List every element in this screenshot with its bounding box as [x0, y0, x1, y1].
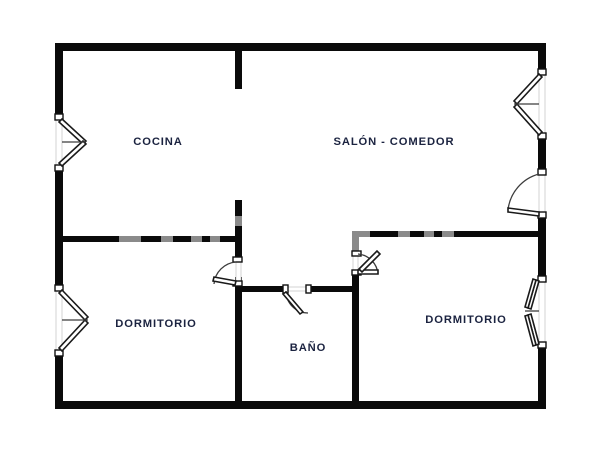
window-jamb-top: [54, 284, 64, 292]
window-opening-gap: [538, 71, 546, 137]
exterior-wall-east-between-door-window: [538, 217, 546, 276]
interior-wall-left-horizontal-soft-d: [210, 236, 220, 242]
exterior-walls: [55, 43, 546, 409]
window-leaf-lower-outer[interactable]: [524, 313, 537, 348]
door-jamb-right: [305, 284, 312, 294]
interior-wall-right-horizontal-a: [370, 231, 398, 237]
interior-wall-right-horizontal-c: [434, 231, 442, 237]
door-leaf[interactable]: [507, 207, 540, 217]
interior-wall-right-bedroom-west: [352, 271, 359, 409]
interior-wall-right-horizontal-soft-a: [352, 231, 370, 237]
door-swing-arc: [507, 173, 540, 211]
ventana-dormitorio-der-este[interactable]: [524, 275, 547, 349]
room-label-dormitorio-derecha: DORMITORIO: [425, 314, 507, 326]
window-jamb-top: [54, 113, 64, 121]
interior-wall-right-horizontal-b: [410, 231, 424, 237]
interior-wall-left-horizontal-b: [141, 236, 161, 242]
window-leaf-upper[interactable]: [57, 288, 90, 322]
room-label-cocina: COCINA: [133, 136, 183, 148]
interior-wall-bedroom-bath-divider: [235, 277, 242, 409]
window-jamb-bottom: [54, 349, 64, 357]
window-jamb-top: [537, 275, 547, 283]
interior-wall-kitchen-salon-stub: [235, 51, 242, 89]
interior-wall-left-horizontal-soft-c: [191, 236, 202, 242]
interior-wall-left-horizontal-a: [63, 236, 119, 242]
window-jamb-bottom: [54, 164, 64, 172]
door-leaf-panel[interactable]: [357, 249, 382, 274]
interior-wall-left-horizontal-d: [202, 236, 210, 242]
exterior-wall-east-between-window-door: [538, 139, 546, 169]
puerta-dormitorio-derecha[interactable]: [351, 249, 382, 276]
door-opening-gap: [235, 260, 242, 284]
interior-wall-right-horizontal-soft-c: [424, 231, 434, 237]
interior-wall-right-horizontal-d: [454, 231, 538, 237]
door-jamb-top: [537, 168, 547, 176]
interior-wall-spine-upper: [235, 200, 242, 216]
interior-wall-bath-north-left: [242, 286, 286, 292]
room-label-salon-comedor: SALÓN - COMEDOR: [333, 135, 454, 148]
window-leaf-lower[interactable]: [57, 139, 88, 168]
room-labels: COCINA SALÓN - COMEDOR DORMITORIO BAÑO D…: [115, 135, 507, 354]
interior-wall-right-horizontal-soft-b: [398, 231, 410, 237]
puerta-dormitorio-izquierda[interactable]: [212, 256, 243, 287]
exterior-wall-north: [55, 43, 546, 51]
window-leaf-upper-outer[interactable]: [524, 277, 537, 310]
door-opening-gap: [538, 171, 546, 217]
door-leaf[interactable]: [212, 276, 237, 286]
exterior-wall-west-upper: [55, 43, 63, 117]
interior-wall-spine-soft: [235, 216, 242, 226]
interior-wall-left-horizontal-soft-b: [161, 236, 173, 242]
interior-walls: [63, 51, 538, 409]
interior-wall-right-bedroom-west-soft: [352, 237, 359, 251]
window-leaf-upper[interactable]: [512, 72, 544, 106]
ventana-cocina-oeste[interactable]: [54, 113, 88, 172]
interior-wall-left-horizontal-e: [220, 236, 242, 242]
interior-wall-left-horizontal-soft-a: [119, 236, 141, 242]
exterior-wall-east-lower: [538, 348, 546, 409]
interior-wall-right-horizontal-soft-d: [442, 231, 454, 237]
window-leaf-lower[interactable]: [57, 318, 90, 353]
window-leaf-upper[interactable]: [57, 117, 88, 146]
exterior-wall-east-upper: [538, 43, 546, 69]
door-jamb-top: [232, 256, 243, 263]
exterior-wall-south: [55, 401, 546, 409]
exterior-wall-west-lower: [55, 356, 63, 409]
interior-wall-bath-north-right: [310, 286, 352, 292]
exterior-wall-west-middle: [55, 168, 63, 285]
interior-wall-left-horizontal-c: [173, 236, 191, 242]
window-leaf-lower[interactable]: [512, 102, 544, 137]
door-leaf[interactable]: [281, 290, 305, 316]
door-jamb-top: [351, 250, 362, 257]
ventana-salon-este[interactable]: [512, 68, 547, 140]
window-opening-gap: [55, 287, 63, 354]
puerta-bano[interactable]: [281, 284, 312, 316]
room-label-dormitorio-izquierda: DORMITORIO: [115, 318, 197, 330]
window-opening-gap: [538, 278, 546, 346]
room-label-bano: BAÑO: [290, 341, 327, 354]
puerta-salon-este[interactable]: [507, 168, 547, 219]
ventana-dormitorio-izq-oeste[interactable]: [54, 284, 90, 357]
window-jamb-top: [537, 68, 547, 76]
